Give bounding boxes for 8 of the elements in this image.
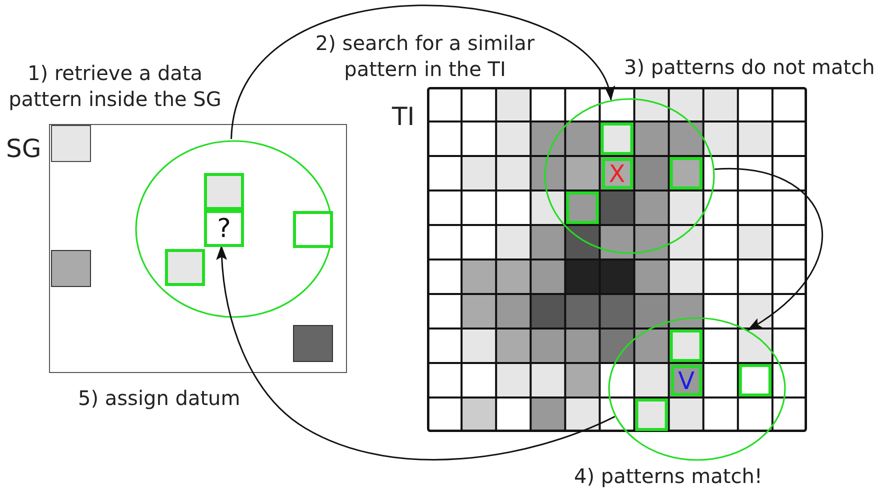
- curved-arrow: [230, 4, 612, 140]
- unknown-value-cell: ?: [204, 210, 244, 247]
- v-marked-cell: V: [670, 365, 702, 396]
- curved-arrow: [714, 168, 824, 331]
- grid-title: SG: [6, 134, 42, 164]
- x-marked-cell: X: [602, 158, 632, 189]
- curved-arrow: [216, 245, 616, 460]
- grid-title: TI: [392, 102, 415, 132]
